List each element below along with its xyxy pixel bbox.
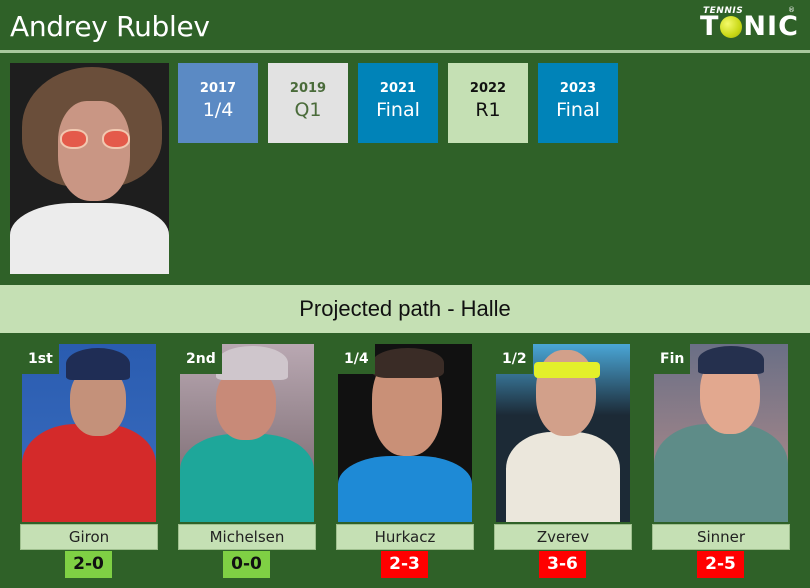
logo-tennis-text: TENNIS (703, 6, 744, 16)
h2h-score: 2-0 (65, 551, 112, 578)
opponent-card-sinner[interactable]: Fin Sinner 2-5 (652, 344, 792, 584)
opponent-card-michelsen[interactable]: 2nd Michelsen 0-0 (178, 344, 318, 584)
history-card-2021: 2021 Final (358, 63, 438, 143)
h2h-score: 0-0 (223, 551, 270, 578)
round-badge: Fin (654, 344, 691, 374)
round-badge: 1/2 (496, 344, 533, 374)
history-card-2023: 2023 Final (538, 63, 618, 143)
opponent-name: Zverev (494, 524, 632, 550)
opponent-card-giron[interactable]: 1st Giron 2-0 (20, 344, 160, 584)
opponent-card-zverev[interactable]: 1/2 Zverev 3-6 (494, 344, 634, 584)
history-year: 2021 (379, 81, 417, 96)
round-badge: 2nd (180, 344, 222, 374)
sunglasses-icon (60, 129, 88, 149)
h2h-score: 2-5 (697, 551, 744, 578)
history-year: 2019 (289, 81, 327, 96)
opponent-name: Giron (20, 524, 158, 550)
tennis-tonic-logo[interactable]: TENNIS T NIC ® (700, 4, 800, 44)
header-divider (0, 50, 810, 53)
opponent-name: Sinner (652, 524, 790, 550)
history-result: Q1 (294, 99, 322, 121)
history-result: Final (556, 99, 600, 121)
round-badge: 1/4 (338, 344, 375, 374)
opponent-photo (22, 344, 156, 522)
history-card-2019: 2019 Q1 (268, 63, 348, 143)
opponent-card-hurkacz[interactable]: 1/4 Hurkacz 2-3 (336, 344, 476, 584)
h2h-score: 3-6 (539, 551, 586, 578)
round-badge: 1st (22, 344, 59, 374)
history-year: 2023 (559, 81, 597, 96)
history-result: Final (376, 99, 420, 121)
tennis-ball-icon (720, 15, 743, 38)
history-result: R1 (475, 99, 501, 121)
logo-main-text: T NIC (700, 11, 799, 42)
h2h-score: 2-3 (381, 551, 428, 578)
history-year: 2017 (199, 81, 237, 96)
projected-path-title: Projected path - Halle (299, 296, 511, 321)
projected-path-banner: Projected path - Halle (0, 285, 810, 333)
history-card-2017: 2017 1/4 (178, 63, 258, 143)
history-year: 2022 (469, 81, 507, 96)
history-result: 1/4 (202, 99, 234, 121)
registered-mark: ® (788, 6, 795, 14)
opponent-name: Michelsen (178, 524, 316, 550)
player-name-title: Andrey Rublev (10, 10, 210, 43)
opponent-name: Hurkacz (336, 524, 474, 550)
player-portrait (10, 63, 169, 274)
header: Andrey Rublev TENNIS T NIC ® (0, 0, 810, 50)
history-card-2022: 2022 R1 (448, 63, 528, 143)
